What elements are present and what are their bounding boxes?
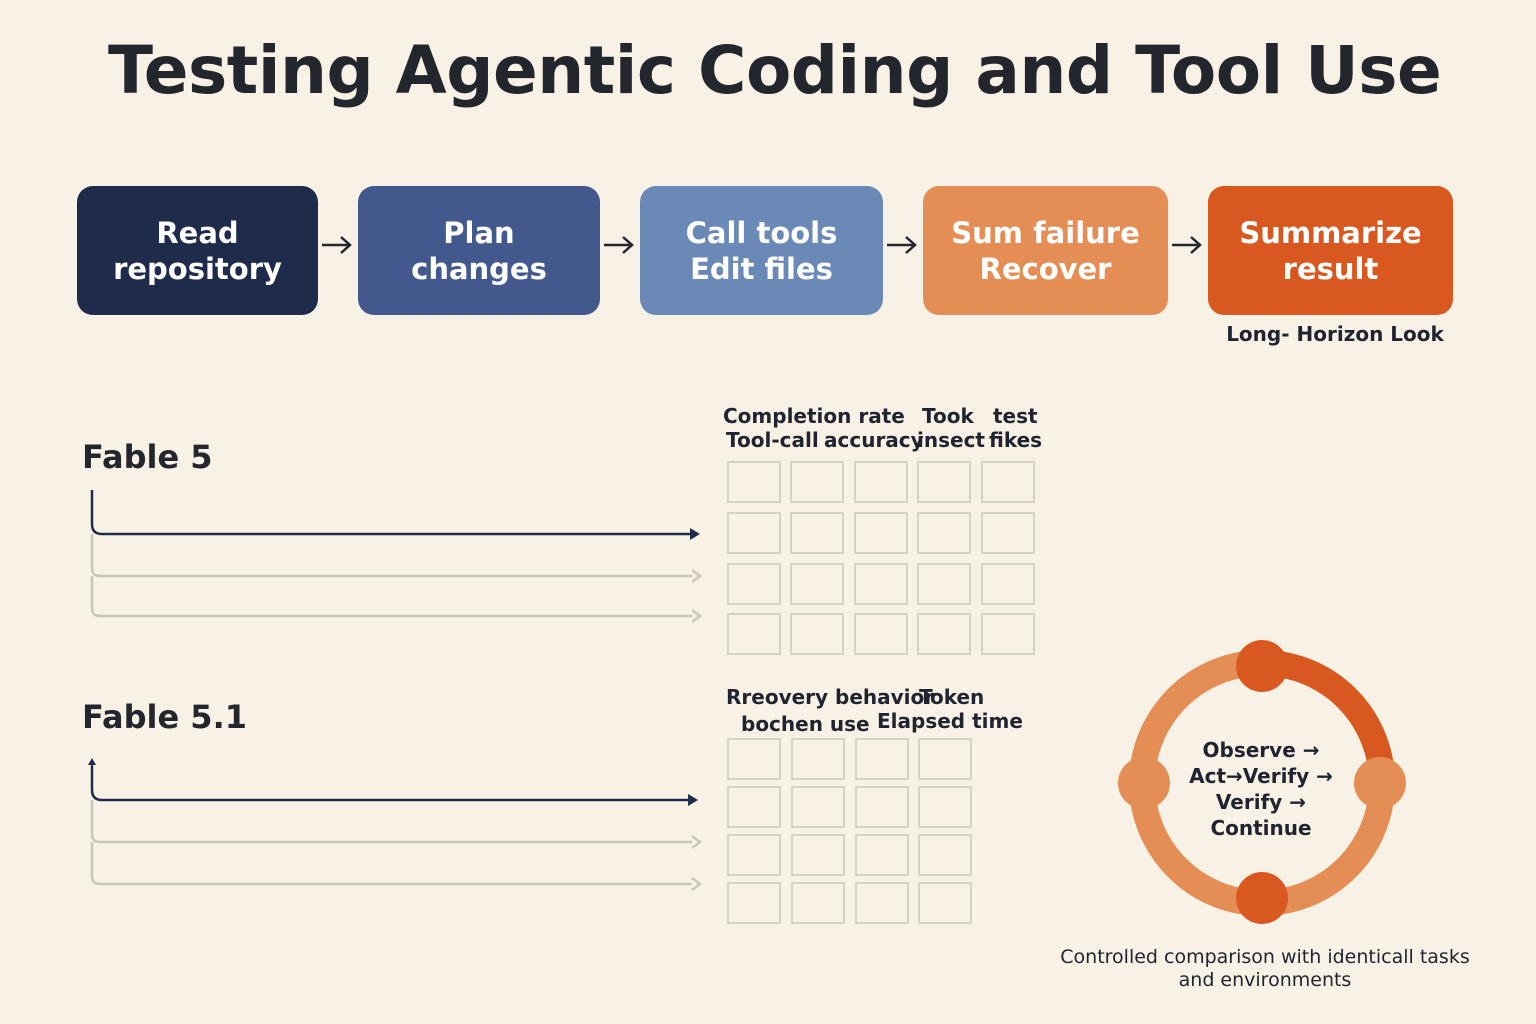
grid-cell [790, 461, 844, 503]
header-elapsed-time: Elapsed time [877, 709, 1023, 733]
cycle-step-verify: Verify → [1215, 790, 1307, 814]
grid-cell [727, 882, 781, 924]
flow-arrow-icon [887, 236, 917, 254]
grid-cell [790, 563, 844, 605]
grid-cell [791, 834, 845, 876]
cycle-step-act-verify: Act→Verify → [1189, 764, 1333, 788]
cycle-node-left [1118, 757, 1170, 809]
stage-label-line1: Sum failure [951, 215, 1140, 250]
cycle-node-bottom [1236, 872, 1288, 924]
grid-cell [917, 512, 971, 554]
grid-cell [727, 563, 781, 605]
page-title: Testing Agentic Coding and Tool Use [108, 32, 1442, 109]
stage-label-line2: result [1282, 251, 1379, 286]
header-recovery-behavior: Rreovery behavior [726, 685, 935, 709]
header-bochen-use: bochen use [741, 712, 870, 736]
secondary-arrow-line [90, 534, 692, 578]
grid-cell [855, 882, 909, 924]
stage-label-line2: repository [113, 251, 282, 286]
header-completion-rate: Completion rate [723, 404, 905, 428]
arrowhead-icon [691, 877, 703, 891]
grid-cell [727, 461, 781, 503]
grid-cell [727, 834, 781, 876]
grid-cell [918, 786, 972, 828]
grid-cell [791, 882, 845, 924]
header-tool-call: Tool-call [726, 428, 819, 452]
fable-5-label: Fable 5 [82, 438, 213, 476]
arrowhead-icon [688, 794, 698, 806]
stage-label-line1: Summarize [1239, 215, 1422, 250]
cycle-step-observe: Observe → [1202, 738, 1320, 762]
primary-arrow-line [90, 490, 692, 536]
header-insect: insect [917, 428, 985, 452]
grid-cell [854, 461, 908, 503]
stage-label-line2: changes [411, 251, 547, 286]
cycle-node-top [1236, 640, 1288, 692]
grid-cell [791, 786, 845, 828]
fable-5-arrows [90, 490, 703, 623]
secondary-arrow-line [90, 842, 692, 886]
grid-cell [918, 738, 972, 780]
arrowhead-icon [691, 569, 703, 583]
grid-cell [855, 738, 909, 780]
flow-arrow-icon [322, 236, 352, 254]
grid-cell [727, 738, 781, 780]
grid-cell [981, 613, 1035, 655]
fable-5-1-arrows [88, 758, 703, 891]
flow-arrow-icon [604, 236, 634, 254]
grid-cell [918, 882, 972, 924]
cycle-labels: Observe → Act→Verify → Verify → Continue [1110, 737, 1412, 841]
grid-cell [854, 613, 908, 655]
stage-label-line2: Recover [979, 251, 1112, 286]
stage-label-line1: Plan [443, 215, 515, 250]
header-test: test [993, 404, 1038, 428]
cycle-node-right [1354, 757, 1406, 809]
arrowhead-icon [690, 528, 700, 540]
grid-cell [790, 512, 844, 554]
grid-cell [917, 563, 971, 605]
secondary-arrow-line [90, 800, 692, 844]
flow-arrow-icon [1172, 236, 1202, 254]
observe-act-verify-cycle [1118, 640, 1406, 924]
grid-cell [917, 461, 971, 503]
header-fikes: fikes [989, 428, 1043, 452]
arrowhead-icon [691, 835, 703, 849]
fable-5-1-label: Fable 5.1 [82, 698, 247, 736]
arrowhead-icon [88, 758, 96, 765]
header-took: Took [922, 404, 974, 428]
cycle-step-continue: Continue [1210, 816, 1312, 840]
long-horizon-note: Long- Horizon Look [1226, 322, 1444, 346]
header-token: Token [919, 685, 985, 709]
grid-cell [790, 613, 844, 655]
grid-cell [791, 738, 845, 780]
grid-cell [981, 461, 1035, 503]
primary-arrow-line [90, 766, 690, 802]
grid-cell [981, 563, 1035, 605]
grid-cell [918, 834, 972, 876]
secondary-arrow-line [90, 576, 692, 618]
grid-cell [727, 613, 781, 655]
grid-cell [917, 613, 971, 655]
grid-cell [727, 786, 781, 828]
arrowhead-icon [691, 609, 703, 623]
header-accuracy: accuracy [824, 428, 924, 452]
stage-label-line1: Call tools [685, 215, 838, 250]
stage-label-line1: Read [156, 215, 239, 250]
grid-cell [981, 512, 1035, 554]
grid-cell [854, 512, 908, 554]
grid-cell [855, 834, 909, 876]
grid-cell [855, 786, 909, 828]
grid-cell [727, 512, 781, 554]
stage-label-line2: Edit files [690, 251, 833, 286]
caption: Controlled comparison with identicall ta… [1060, 946, 1470, 991]
grid-cell [854, 563, 908, 605]
